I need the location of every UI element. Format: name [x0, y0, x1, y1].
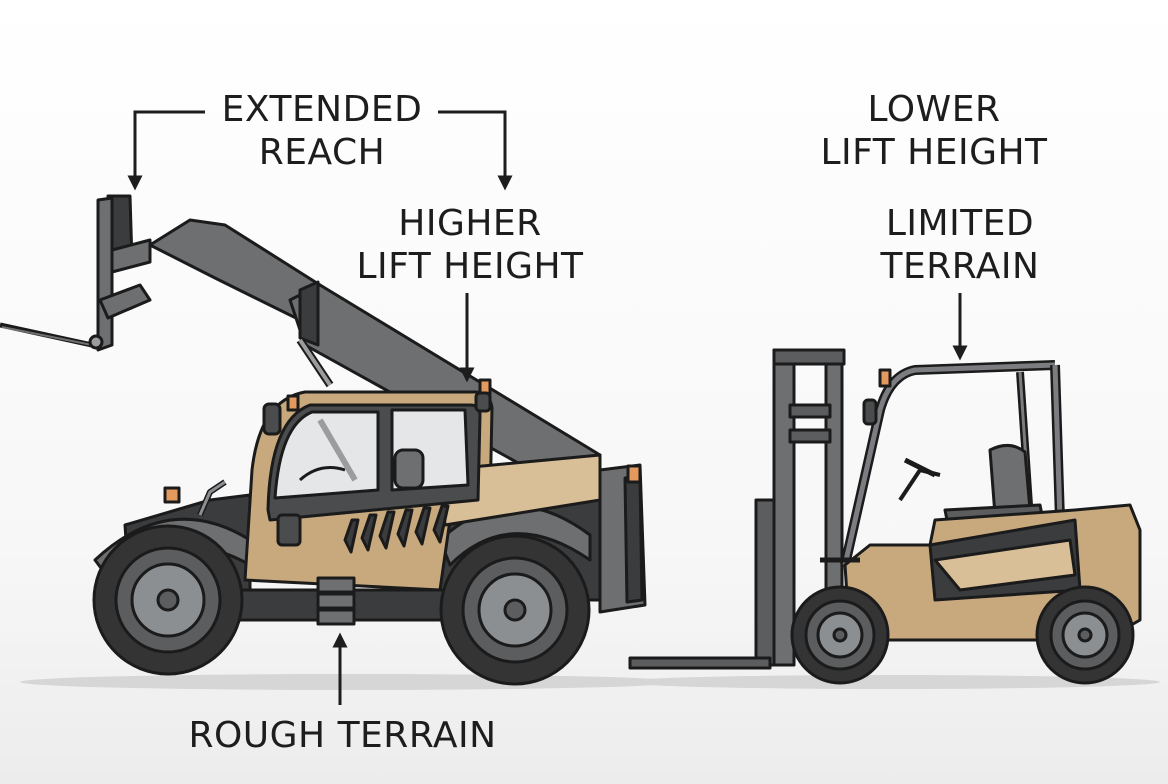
label-rough-terrain: ROUGH TERRAIN [188, 715, 497, 756]
telehandler-rear-wheel [92, 524, 244, 676]
telehandler-fork-carriage [0, 194, 152, 352]
label-lower-lift-height: LOWER LIFT HEIGHT [820, 89, 1048, 173]
beacon-light [163, 486, 181, 504]
forklift-front-wheel [790, 585, 890, 685]
cab-access-steps [316, 576, 356, 626]
telehandler-front-wheel [439, 534, 591, 686]
telehandler-cab [163, 378, 642, 626]
forklift-forks [628, 656, 772, 670]
beacon-light [626, 464, 642, 484]
forklift-illustration [628, 348, 1142, 685]
callout-arrows [127, 110, 968, 705]
telehandler-shadow [20, 674, 680, 690]
arrow-icon [438, 110, 513, 191]
forklift-rear-wheel [1035, 585, 1135, 685]
arrow-icon [127, 110, 205, 191]
label-limited-terrain: LIMITED TERRAIN [880, 203, 1040, 287]
beacon-light [286, 394, 300, 412]
label-extended-reach: EXTENDED REACH [221, 89, 423, 173]
telehandler-illustration [0, 194, 647, 686]
beacon-light [878, 368, 892, 388]
forklift-seat-back [988, 444, 1032, 517]
forklift-shadow [620, 675, 1160, 689]
label-higher-lift-height: HIGHER LIFT HEIGHT [356, 203, 584, 287]
engine-vent-slats [343, 504, 450, 554]
